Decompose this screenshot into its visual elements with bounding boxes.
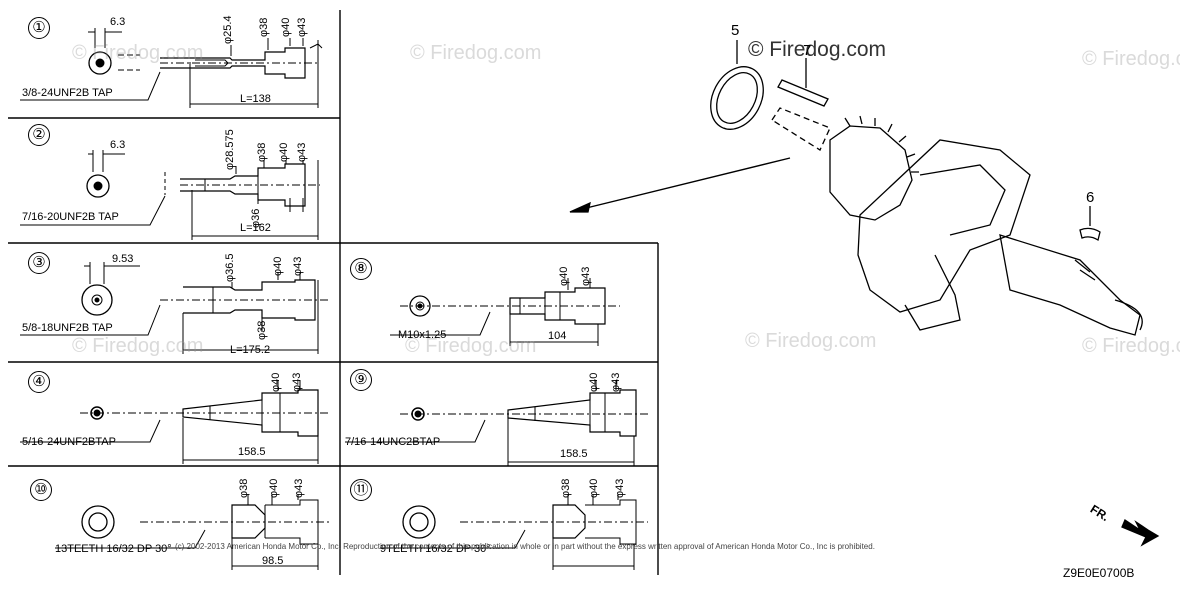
panel-9-drawing (345, 380, 648, 466)
watermark: © Firedog.com (1082, 48, 1180, 70)
panel-number-10: ⑩ (30, 479, 52, 501)
length-dimension: 158.5 (560, 448, 588, 460)
length-dimension: 158.5 (238, 446, 266, 458)
diameter-label: φ40 (278, 142, 290, 162)
diameter-label: φ38 (256, 320, 268, 340)
panel-3-drawing (20, 262, 330, 354)
length-dimension: L=138 (240, 93, 271, 105)
diameter-label: φ25.4 (222, 15, 234, 44)
panel-8-drawing (390, 278, 620, 346)
diameter-label: φ38 (256, 142, 268, 162)
thread-label: 3/8-24UNF2B TAP (22, 87, 113, 99)
diagram-code: Z9E0E0700B (1063, 566, 1135, 580)
diameter-label: φ43 (614, 478, 626, 498)
diameter-label: φ43 (580, 266, 592, 286)
watermark: © Firedog.com (745, 330, 877, 352)
panel-10-drawing (55, 494, 330, 570)
callout-5: 5 (731, 22, 740, 39)
callout-7: 7 (803, 42, 812, 59)
diameter-label: φ43 (296, 142, 308, 162)
diameter-label: φ40 (280, 17, 292, 37)
diameter-label: φ28.575 (224, 129, 236, 170)
offset-dimension: 9.53 (112, 253, 134, 265)
diameter-label: φ40 (588, 478, 600, 498)
panel-number-11: ⑪ (350, 479, 372, 501)
watermark: © Firedog.com (410, 42, 542, 64)
diameter-label: φ43 (292, 256, 304, 276)
length-dimension: 104 (548, 330, 567, 342)
diameter-label: φ40 (270, 372, 282, 392)
panel-number-8: ⑧ (350, 258, 372, 280)
diameter-label: φ40 (558, 266, 570, 286)
panel-number-4: ④ (28, 371, 50, 393)
watermark: © Firedog.com (72, 335, 204, 357)
thread-label: M10x1.25 (398, 329, 447, 341)
diameter-label: φ43 (610, 372, 622, 392)
panel-number-2: ② (28, 124, 50, 146)
panel-number-3: ③ (28, 252, 50, 274)
diameter-label: φ40 (272, 256, 284, 276)
crankshaft-illustration (569, 40, 1160, 547)
panel-2-drawing (20, 150, 320, 240)
watermark: © Firedog.com (405, 335, 537, 357)
thread-label: 5/16-24UNF2BTAP (22, 436, 116, 448)
callout-6: 6 (1086, 189, 1095, 206)
thread-label: 9TEETH 16/32 DP 30° (380, 543, 491, 555)
diameter-label: φ40 (268, 478, 280, 498)
diameter-label: φ43 (293, 478, 305, 498)
offset-dimension: 6.3 (110, 16, 126, 28)
thread-label: 5/8-18UNF2B TAP (22, 322, 113, 334)
diameter-label: φ38 (560, 478, 572, 498)
thread-label: 13TEETH 16/32 DP 30° (55, 543, 172, 555)
panel-number-9: ⑨ (350, 369, 372, 391)
diameter-label: φ43 (291, 372, 303, 392)
diameter-label: φ40 (588, 372, 600, 392)
diameter-label: φ38 (258, 17, 270, 37)
diameter-label: φ38 (238, 478, 250, 498)
diameter-label: φ36.5 (224, 253, 236, 282)
watermark: © Firedog.com (1082, 335, 1180, 357)
length-dimension: L=162 (240, 222, 271, 234)
thread-label: 7/16-20UNF2B TAP (22, 211, 119, 223)
length-dimension: L=175.2 (230, 344, 271, 356)
length-dimension: 98.5 (262, 555, 284, 567)
thread-label: 7/16-14UNC2BTAP (345, 436, 441, 448)
panel-4-drawing (20, 380, 330, 464)
panel-11-drawing (380, 494, 648, 570)
watermark: © Firedog.com (748, 38, 887, 61)
diameter-label: φ36 (250, 208, 262, 228)
copyright-notice: (c) 2002-2013 American Honda Motor Co., … (175, 542, 875, 551)
panel-1-drawing (20, 28, 323, 108)
offset-dimension: 6.3 (110, 139, 126, 151)
panel-number-1: ① (28, 17, 50, 39)
watermark: © Firedog.com (72, 42, 204, 64)
diameter-label: φ43 (296, 17, 308, 37)
